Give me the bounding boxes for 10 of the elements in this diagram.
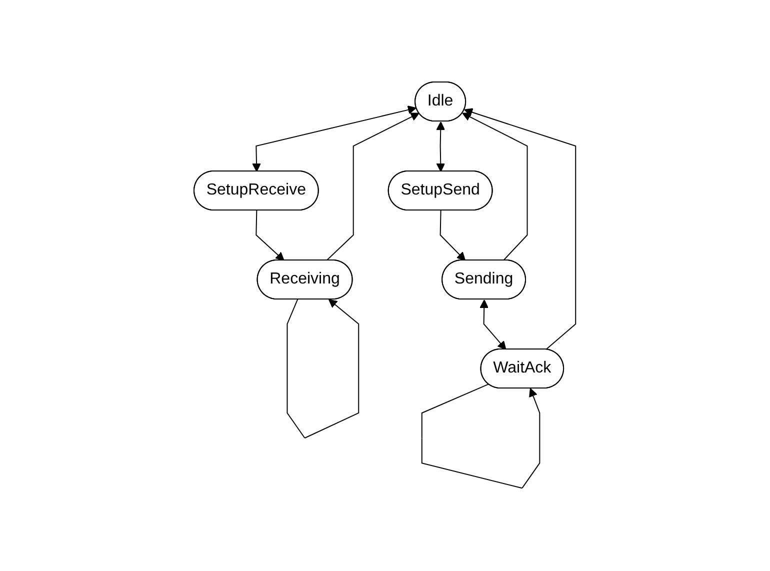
arrow (252, 106, 417, 172)
arrow (256, 210, 285, 262)
arrow (480, 300, 506, 350)
arrow (326, 113, 420, 262)
arrow (462, 113, 528, 262)
arrow (464, 108, 576, 350)
arrow (440, 210, 466, 262)
arrow (436, 122, 446, 172)
arrow (422, 384, 540, 489)
arrow (286, 299, 360, 439)
